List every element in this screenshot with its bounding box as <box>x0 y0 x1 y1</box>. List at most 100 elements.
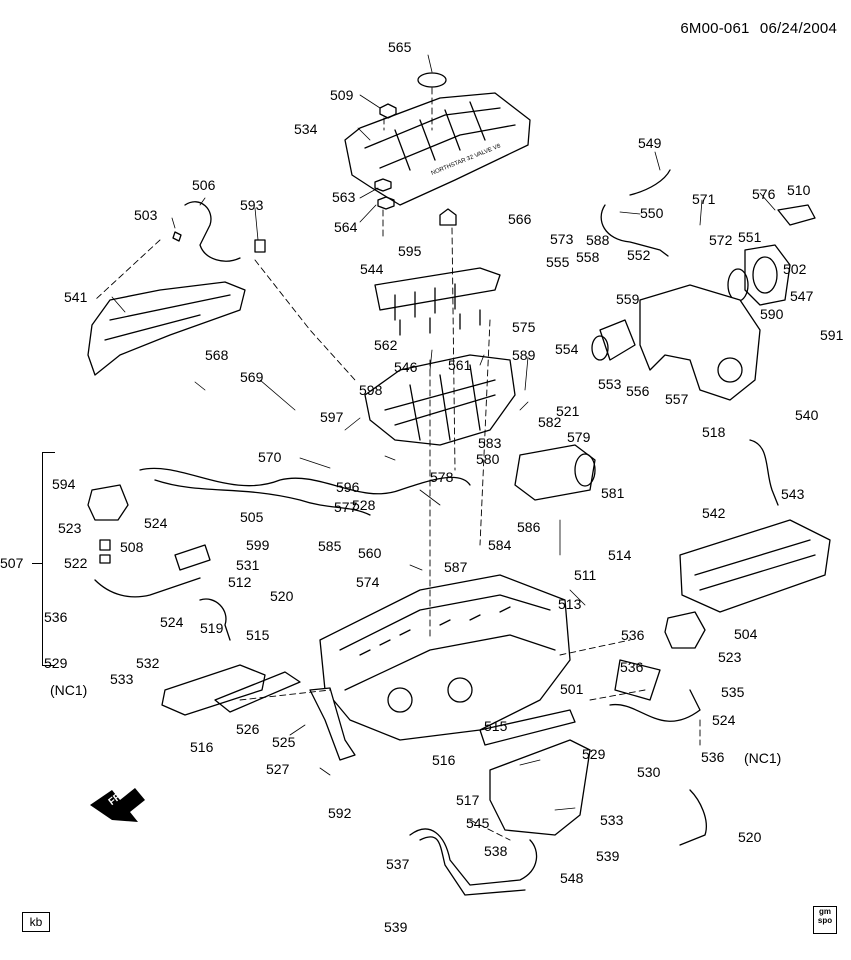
callout-565: 565 <box>388 39 412 55</box>
fitting-503 <box>172 231 182 242</box>
callout-539: 539 <box>384 919 408 935</box>
seal-553 <box>591 335 609 361</box>
callout-545: 545 <box>466 815 490 831</box>
egr-adapter <box>614 659 661 701</box>
callout-503: 503 <box>134 207 158 223</box>
exhaust-manifold-right <box>489 739 591 836</box>
callout-523: 523 <box>718 649 742 665</box>
callout-518: 518 <box>702 424 726 440</box>
callout-555: 555 <box>546 254 570 270</box>
callout-573: 573 <box>550 231 574 247</box>
callout-531: 531 <box>236 557 260 573</box>
callout-536: 536 <box>44 609 68 625</box>
front-arrow <box>90 788 145 822</box>
part-531 <box>174 544 211 571</box>
callout-563: 563 <box>332 189 356 205</box>
callout-586: 586 <box>517 519 541 535</box>
callout-527: 527 <box>266 761 290 777</box>
callout-513: 513 <box>558 596 582 612</box>
hose-549 <box>629 169 671 196</box>
callout-576: 576 <box>752 186 776 202</box>
callout-557: 557 <box>665 391 689 407</box>
callout-556: 556 <box>626 383 650 399</box>
callout-564: 564 <box>334 219 358 235</box>
callout-547: 547 <box>790 288 814 304</box>
callout-599: 599 <box>246 537 270 553</box>
throttle-body <box>744 244 791 306</box>
callout-528: 528 <box>352 497 376 513</box>
egr-tube-left <box>94 577 201 598</box>
callout-502: 502 <box>783 261 807 277</box>
callout-512: 512 <box>228 574 252 590</box>
callout-507: 507 <box>0 555 24 571</box>
callout-544: 544 <box>360 261 384 277</box>
callout-522: 522 <box>64 555 88 571</box>
front-cover <box>639 284 761 401</box>
callout-546: 546 <box>394 359 418 375</box>
callout-524: 524 <box>144 515 168 531</box>
leader-lines <box>111 54 776 811</box>
hose-550 <box>600 204 669 257</box>
callout-562: 562 <box>374 337 398 353</box>
callout-574: 574 <box>356 574 380 590</box>
fuel-rail <box>374 267 501 311</box>
callout-572: 572 <box>709 232 733 248</box>
starter-motor <box>514 444 596 501</box>
callout-514: 514 <box>608 547 632 563</box>
callout-510: 510 <box>787 182 811 198</box>
valve-cover <box>679 519 831 613</box>
callout-592: 592 <box>328 805 352 821</box>
callout-554: 554 <box>555 341 579 357</box>
callout-516: 516 <box>432 752 456 768</box>
callout-520: 520 <box>270 588 294 604</box>
sensor-593 <box>254 239 266 253</box>
callout-579: 579 <box>567 429 591 445</box>
callout-521: 521 <box>556 403 580 419</box>
callout-595: 595 <box>398 243 422 259</box>
callout-560: 560 <box>358 545 382 561</box>
callout-520: 520 <box>738 829 762 845</box>
gm-spo-logo: gm spo <box>813 906 837 934</box>
engine-block <box>319 574 571 741</box>
callout-517: 517 <box>456 792 480 808</box>
callout-536: 536 <box>620 659 644 675</box>
callout-533: 533 <box>110 671 134 687</box>
callout-566: 566 <box>508 211 532 227</box>
note-nc-left: (NC1) <box>50 682 88 698</box>
callout-550: 550 <box>640 205 664 221</box>
callout-543: 543 <box>781 486 805 502</box>
callout-529: 529 <box>44 655 68 671</box>
callout-590: 590 <box>760 306 784 322</box>
callout-535: 535 <box>721 684 745 700</box>
gasket-516-right <box>479 709 576 746</box>
group-bracket-507 <box>42 452 55 666</box>
leader-dashes <box>94 87 701 841</box>
o2-sensor-right <box>679 789 707 846</box>
egr-valve-right <box>664 611 706 649</box>
callout-558: 558 <box>576 249 600 265</box>
nut-509 <box>379 103 397 119</box>
oil-fill-cap <box>417 72 447 88</box>
gasket-556 <box>599 319 636 361</box>
callout-581: 581 <box>601 485 625 501</box>
callout-587: 587 <box>444 559 468 575</box>
vacuum-hose-506 <box>184 201 241 262</box>
callout-541: 541 <box>64 289 88 305</box>
callout-585: 585 <box>318 538 342 554</box>
callout-534: 534 <box>294 121 318 137</box>
callout-536: 536 <box>701 749 725 765</box>
callout-524: 524 <box>712 712 736 728</box>
callout-569: 569 <box>240 369 264 385</box>
wiring-harness-505 <box>139 467 471 495</box>
note-nc-right: (NC1) <box>744 750 782 766</box>
callout-529: 529 <box>582 746 606 762</box>
diagram-date: 06/24/2004 <box>759 20 837 37</box>
callout-552: 552 <box>627 247 651 263</box>
callout-509: 509 <box>330 87 354 103</box>
diagram-header: 6M00-061 06/24/2004 <box>674 20 837 37</box>
egr-valve-left <box>87 484 129 521</box>
callout-539: 539 <box>596 848 620 864</box>
exhaust-pipe <box>409 828 538 886</box>
callout-577: 577 <box>334 499 358 515</box>
callout-511: 511 <box>574 567 597 583</box>
